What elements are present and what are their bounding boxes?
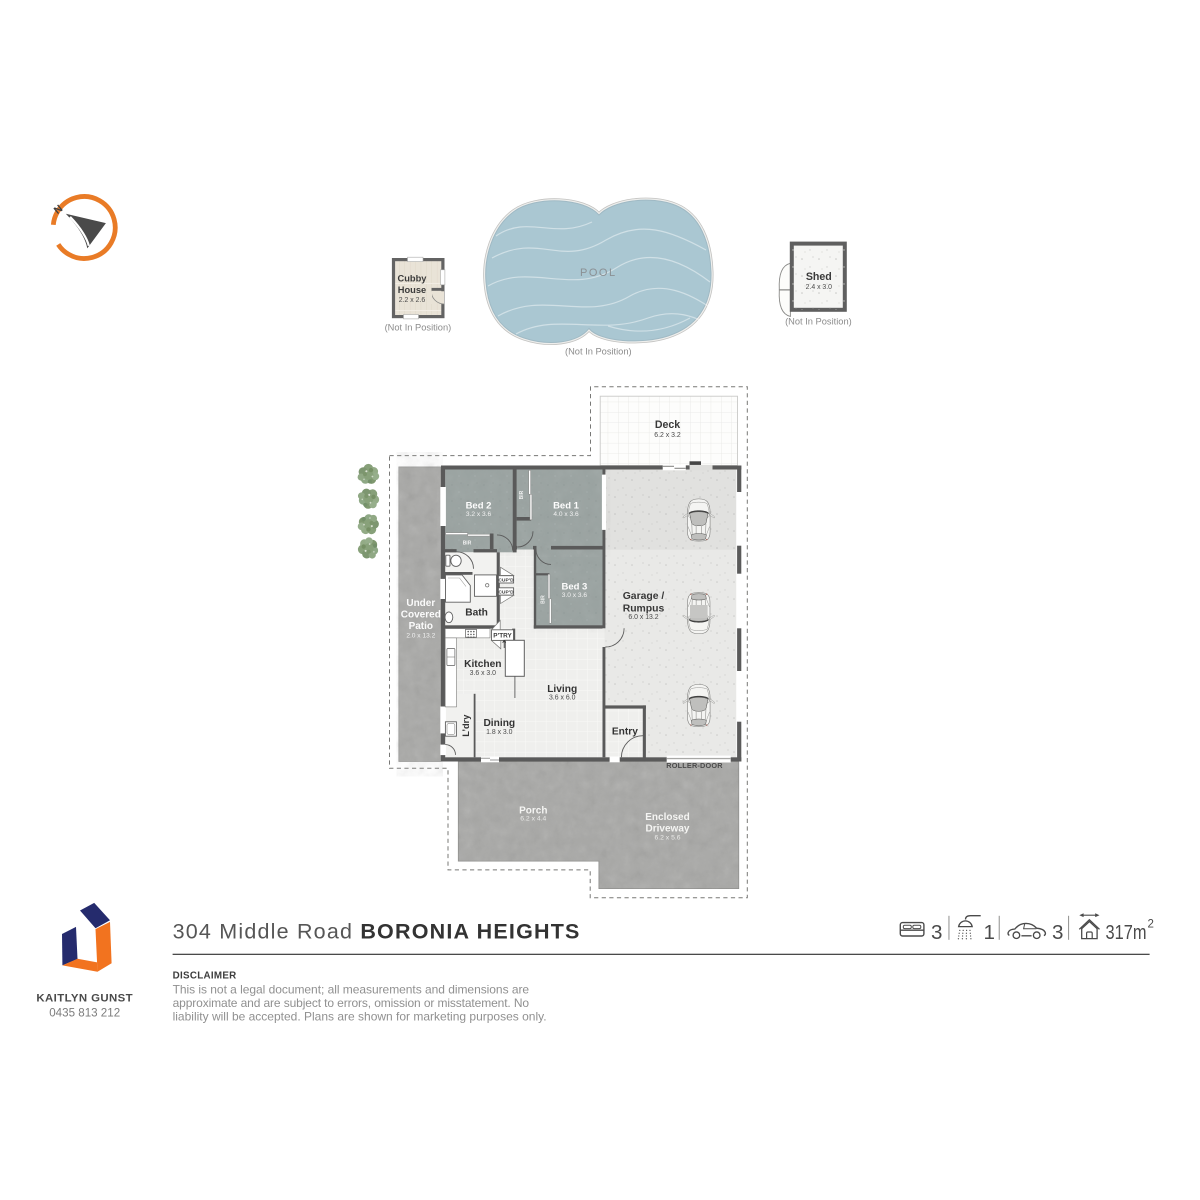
svg-text:Driveway: Driveway: [646, 824, 690, 835]
svg-text:Bed 3: Bed 3: [561, 582, 587, 593]
svg-text:BIR: BIR: [463, 541, 472, 547]
svg-text:Bed 1: Bed 1: [553, 501, 580, 512]
svg-text:House: House: [398, 285, 426, 295]
svg-text:3.2 x 3.6: 3.2 x 3.6: [466, 511, 492, 518]
svg-text:Kitchen: Kitchen: [464, 659, 501, 670]
svg-text:2.4 x 3.0: 2.4 x 3.0: [806, 284, 833, 291]
svg-text:0435 813 212: 0435 813 212: [49, 1006, 120, 1019]
svg-text:(Not In Position): (Not In Position): [565, 347, 632, 357]
svg-text:4.0 x 3.6: 4.0 x 3.6: [553, 511, 579, 518]
svg-text:KAITLYN GUNST: KAITLYN GUNST: [36, 992, 133, 1004]
svg-text:P’TRY: P’TRY: [493, 632, 512, 639]
svg-text:(Not In Position): (Not In Position): [385, 322, 452, 332]
svg-text:POOL: POOL: [580, 267, 617, 279]
svg-text:3: 3: [931, 921, 942, 944]
svg-text:Shed: Shed: [806, 271, 832, 283]
svg-text:Bed 2: Bed 2: [466, 501, 492, 512]
svg-text:3: 3: [1052, 921, 1063, 944]
svg-text:(Not In Position): (Not In Position): [785, 317, 852, 327]
svg-text:3.6 x 6.0: 3.6 x 6.0: [549, 695, 576, 702]
svg-text:Deck: Deck: [655, 419, 680, 431]
svg-text:317m: 317m: [1106, 921, 1147, 944]
svg-text:Covered: Covered: [401, 609, 441, 620]
svg-text:BIR: BIR: [519, 490, 525, 499]
svg-text:1.8 x 3.0: 1.8 x 3.0: [486, 729, 513, 736]
svg-text:CUP’D: CUP’D: [498, 590, 514, 596]
svg-text:2.2 x 2.6: 2.2 x 2.6: [399, 297, 426, 304]
svg-text:Rumpus: Rumpus: [623, 604, 665, 615]
svg-text:3.6 x 3.0: 3.6 x 3.0: [470, 670, 497, 677]
svg-text:CUP’D: CUP’D: [498, 577, 514, 583]
svg-text:Porch: Porch: [519, 805, 547, 816]
svg-text:This is not a legal document;: This is not a legal document; all measur…: [173, 982, 530, 996]
svg-text:Living: Living: [547, 684, 577, 695]
svg-text:Enclosed: Enclosed: [645, 812, 689, 823]
svg-text:L’dry: L’dry: [461, 714, 471, 737]
svg-text:ROLLER-DOOR: ROLLER-DOOR: [666, 761, 723, 770]
svg-text:Garage /: Garage /: [623, 591, 665, 602]
svg-text:Entry: Entry: [612, 726, 638, 737]
svg-text:2.0 x 13.2: 2.0 x 13.2: [406, 632, 435, 639]
svg-text:6.0 x 13.2: 6.0 x 13.2: [628, 614, 658, 621]
svg-text:Cubby: Cubby: [398, 274, 428, 284]
svg-text:approximate and are subject to: approximate and are subject to errors, o…: [173, 996, 530, 1010]
svg-text:Dining: Dining: [483, 718, 515, 729]
svg-text:6.2 x 4.4: 6.2 x 4.4: [520, 815, 546, 822]
svg-text:Bath: Bath: [465, 608, 488, 619]
svg-text:1: 1: [984, 921, 995, 944]
svg-text:Under: Under: [406, 598, 435, 609]
svg-text:304 Middle Road BORONIA HEIGHT: 304 Middle Road BORONIA HEIGHTS: [173, 920, 581, 944]
svg-text:6.2 x 5.6: 6.2 x 5.6: [654, 834, 680, 841]
svg-text:DISCLAIMER: DISCLAIMER: [173, 970, 237, 981]
svg-text:6.2 x 3.2: 6.2 x 3.2: [654, 432, 681, 439]
svg-text:Patio: Patio: [409, 621, 433, 632]
svg-text:liability will be accepted. Pl: liability will be accepted. Plans are sh…: [173, 1010, 547, 1024]
svg-text:3.0 x 3.6: 3.0 x 3.6: [562, 592, 588, 599]
svg-text:2: 2: [1148, 919, 1154, 931]
svg-text:BIR: BIR: [540, 595, 546, 604]
